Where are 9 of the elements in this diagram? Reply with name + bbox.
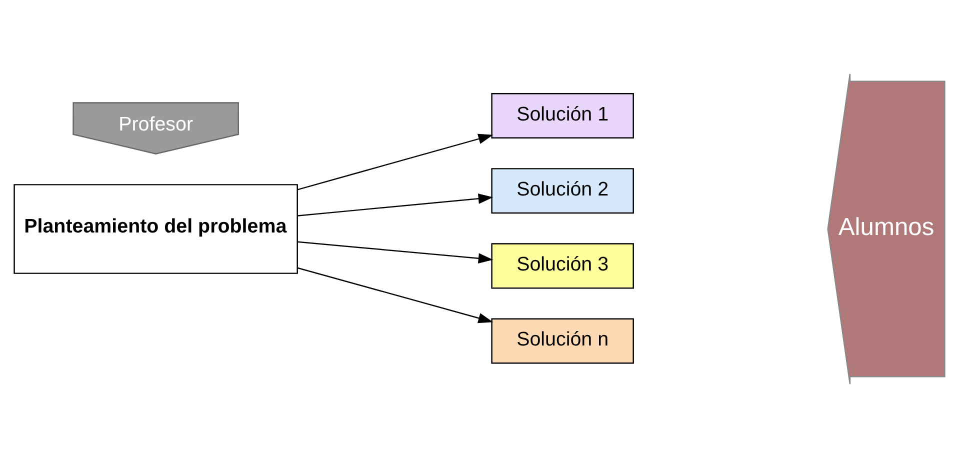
node-box: Solución 1 [491, 92, 634, 138]
node-box: Solución 2 [491, 168, 634, 214]
node-box: Planteamiento del problema [14, 184, 298, 274]
arrow [298, 133, 494, 190]
node-box: Solución 3 [491, 242, 634, 288]
node-box: Solución n [491, 318, 634, 364]
arrow [298, 266, 494, 323]
arrow [298, 193, 494, 216]
arrow [298, 240, 494, 263]
